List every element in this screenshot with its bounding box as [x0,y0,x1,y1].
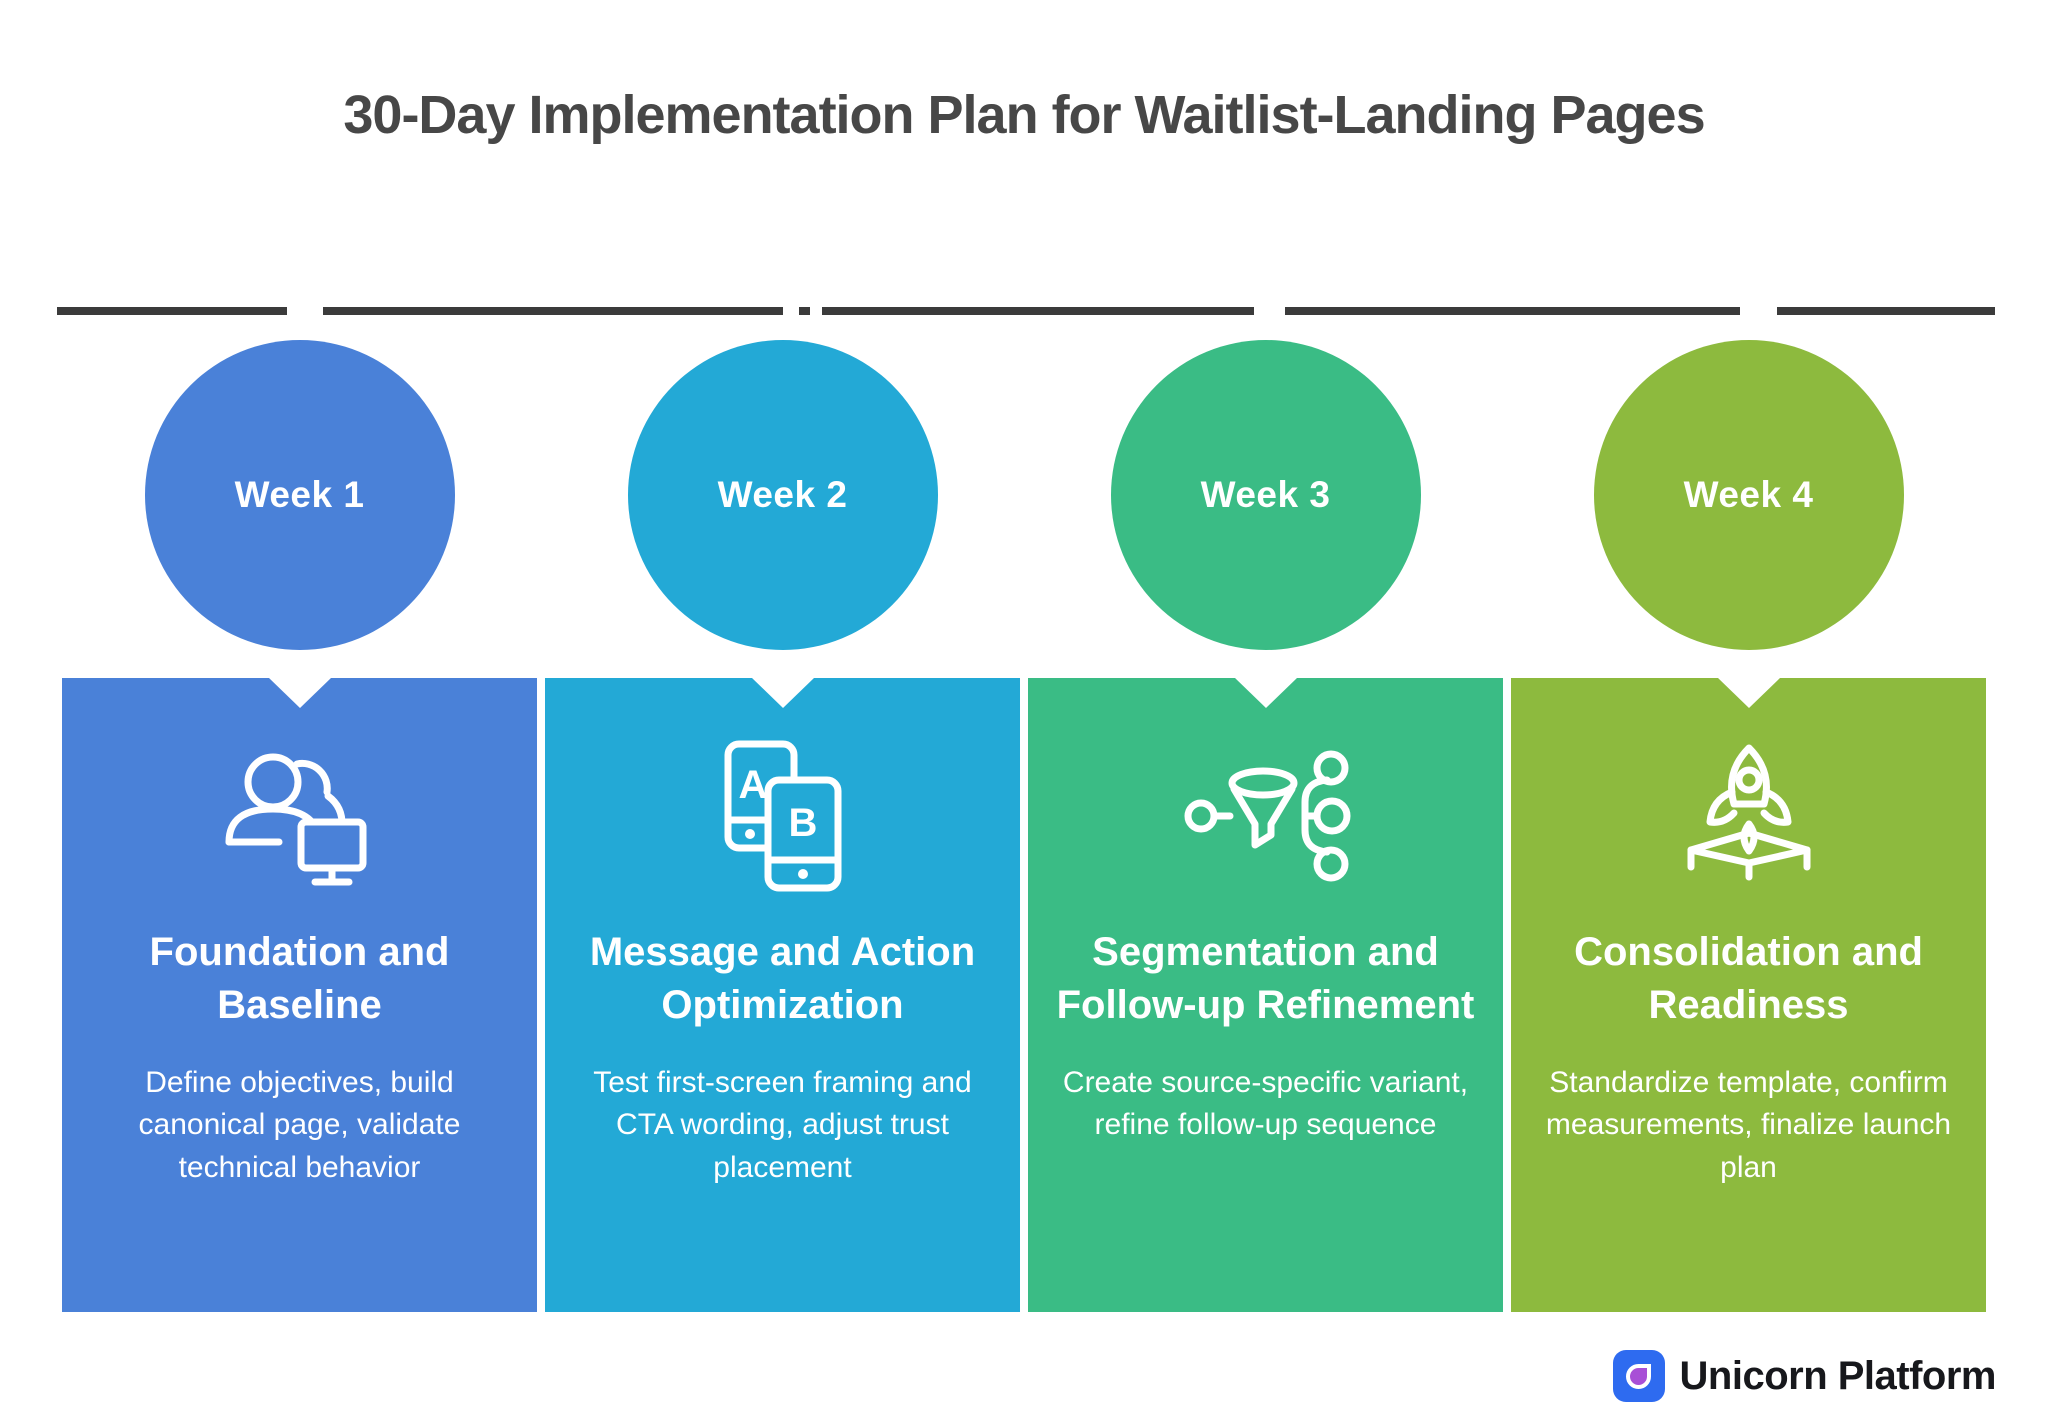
week-2-description: Test first-screen framing and CTA wordin… [593,1065,972,1184]
users-monitor-icon [62,730,537,902]
week-4-card: Consolidation and Readiness Standardize … [1511,678,1986,1312]
timeline-dash [323,307,783,315]
timeline [0,307,2048,315]
week-4-description: Standardize template, confirm measuremen… [1545,1065,1952,1184]
week-4-circle: Week 4 [1593,340,1904,650]
week-4-column: Week 4 [1511,340,1986,1312]
week-2-title: Message and Action Optimization [589,930,976,1027]
unicorn-platform-logo[interactable]: Unicorn Platform [1612,1350,1997,1402]
weeks-row: Week 1 [62,340,1986,1312]
funnel-branch-icon [1028,730,1503,902]
week-1-column: Week 1 [62,340,537,1312]
week-2-label: Week 2 [717,474,848,515]
brand-name: Unicorn Platform [1679,1353,1997,1398]
svg-text:A: A [738,763,767,807]
week-3-card: Segmentation and Follow-up Refinement Cr… [1028,678,1503,1312]
ab-test-phones-icon: A B [545,730,1020,902]
week-1-description: Define objectives, build canonical page,… [138,1065,461,1184]
week-1-circle: Week 1 [144,340,455,650]
week-2-card: A B Message and Action Optimization Test… [545,678,1020,1312]
timeline-dash [57,307,287,315]
timeline-dash [1777,307,1995,315]
week-1-card: Foundation and Baseline Define objective… [62,678,537,1312]
week-2-circle: Week 2 [627,340,938,650]
week-3-description: Create source-specific variant, refine f… [1062,1065,1469,1142]
timeline-dash [822,307,1254,315]
week-4-title: Consolidation and Readiness [1574,930,1923,1027]
week-3-title: Segmentation and Follow-up Refinement [1056,930,1475,1027]
rocket-launch-icon [1511,730,1986,902]
drop-icon [1626,1363,1652,1389]
timeline-dash [799,307,810,315]
week-4-label: Week 4 [1683,474,1814,515]
week-2-column: Week 2 A B [545,340,1020,1312]
week-1-title: Foundation and Baseline [149,930,450,1027]
page-title: 30-Day Implementation Plan for Waitlist-… [343,85,1705,145]
week-3-label: Week 3 [1200,474,1331,515]
week-3-circle: Week 3 [1110,340,1421,650]
week-3-column: Week 3 [1028,340,1503,1312]
svg-text:B: B [788,801,817,845]
week-1-label: Week 1 [234,474,365,515]
timeline-dash [1285,307,1740,315]
unicorn-platform-icon [1612,1350,1665,1402]
